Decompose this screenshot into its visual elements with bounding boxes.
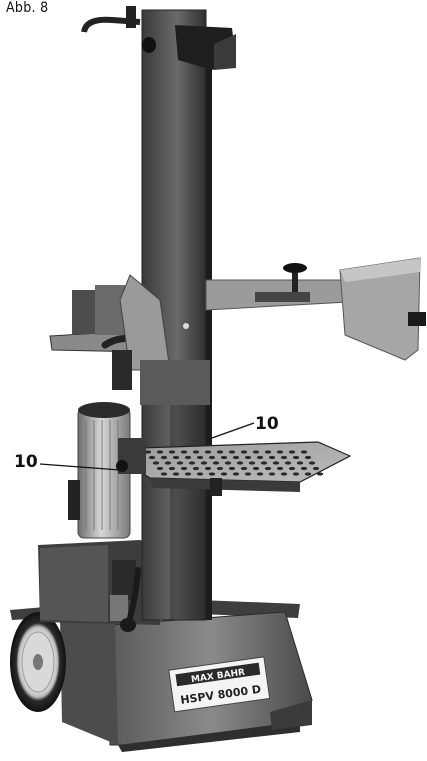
table-hole — [180, 466, 188, 471]
table-hole — [204, 450, 212, 454]
table-hole — [180, 450, 188, 454]
table-hole — [296, 461, 304, 465]
table-hole — [300, 450, 308, 454]
table-hole — [292, 455, 300, 460]
table-hole — [248, 461, 256, 465]
table-hole — [228, 450, 236, 454]
table-hole — [160, 472, 168, 476]
table-hole — [200, 461, 208, 465]
table-hole — [232, 472, 240, 476]
table-hole — [188, 461, 196, 465]
table-hole — [196, 455, 204, 460]
callout-leaders — [39, 422, 255, 471]
table-hole — [268, 472, 276, 476]
table-hole — [304, 472, 312, 476]
column-top — [81, 6, 236, 70]
table-hole — [216, 450, 224, 454]
table-hole — [292, 472, 300, 476]
table-hole — [168, 450, 176, 454]
table-hole — [280, 472, 288, 476]
table-hole — [256, 455, 264, 460]
table-hole — [272, 461, 280, 465]
table-hole — [232, 455, 240, 460]
column-bracket — [112, 323, 210, 405]
table-hole — [312, 466, 320, 471]
control-lever — [120, 567, 141, 632]
table-hole — [304, 455, 312, 460]
work-table — [116, 438, 352, 496]
table-hole — [176, 461, 184, 465]
upper-platform — [49, 274, 171, 371]
table-hole — [208, 472, 216, 476]
brand-plate: MAX BAHR HSPV 8000 D — [168, 656, 271, 713]
table-hole — [220, 472, 228, 476]
hydraulic-tank — [38, 540, 160, 625]
table-hole — [236, 461, 244, 465]
table-hole — [168, 466, 176, 471]
table-hole — [240, 466, 248, 471]
table-hole — [244, 455, 252, 460]
table-hole — [288, 450, 296, 454]
table-hole — [264, 450, 272, 454]
table-hole — [224, 461, 232, 465]
figure-label: Abb. 8 — [6, 0, 49, 16]
table-hole — [252, 466, 260, 471]
table-hole — [240, 450, 248, 454]
table-hole — [228, 466, 236, 471]
table-hole — [280, 455, 288, 460]
table-hole — [268, 455, 276, 460]
callout-label: 10 — [14, 452, 38, 472]
table-hole — [144, 450, 152, 454]
table-hole — [264, 466, 272, 471]
table-hole — [148, 455, 156, 460]
table-hole — [172, 455, 180, 460]
table-hole — [244, 472, 252, 476]
table-hole — [216, 466, 224, 471]
table-hole — [192, 466, 200, 471]
table-hole — [184, 472, 192, 476]
table-hole — [220, 455, 228, 460]
table-hole — [160, 455, 168, 460]
table-hole — [276, 466, 284, 471]
table-hole — [260, 461, 268, 465]
wheel — [10, 612, 66, 712]
table-hole — [308, 461, 316, 465]
table-hole — [284, 461, 292, 465]
log-guide-arm — [205, 257, 426, 361]
table-hole — [252, 450, 260, 454]
table-hole — [192, 450, 200, 454]
table-hole — [288, 466, 296, 471]
table-hole — [156, 450, 164, 454]
table-hole — [152, 461, 160, 465]
table-hole — [316, 472, 324, 476]
table-hole — [212, 461, 220, 465]
table-hole — [156, 466, 164, 471]
table-hole — [172, 472, 180, 476]
table-hole — [256, 472, 264, 476]
table-hole — [208, 455, 216, 460]
base-frame — [10, 598, 313, 752]
table-hole — [276, 450, 284, 454]
table-hole — [300, 466, 308, 471]
table-hole — [204, 466, 212, 471]
table-hole — [164, 461, 172, 465]
table-hole — [184, 455, 192, 460]
table-hole — [196, 472, 204, 476]
callout-label: 10 — [255, 414, 279, 434]
